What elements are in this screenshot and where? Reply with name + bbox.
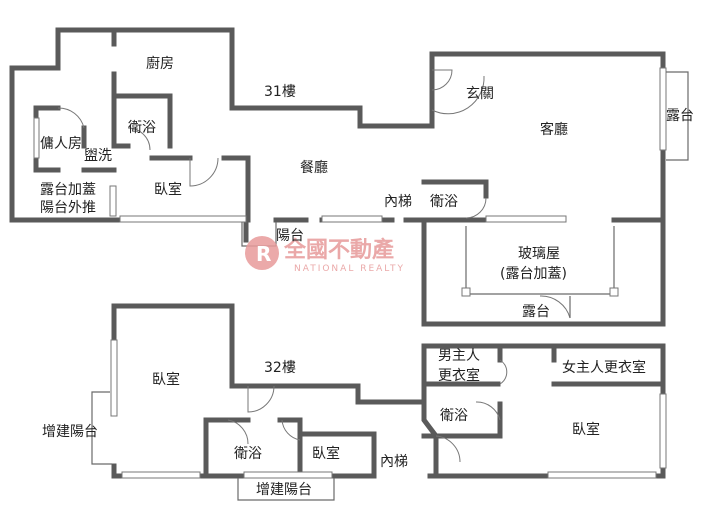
wall-32-outer xyxy=(111,303,666,479)
label-bedroom-32-small: 臥室 xyxy=(312,445,340,462)
wall-31-outer-top xyxy=(9,27,666,243)
wall-32-stairs xyxy=(421,399,439,479)
label-bath-mid: 衛浴 xyxy=(430,194,458,210)
wall-32-bath xyxy=(203,417,251,479)
window-31-terrace xyxy=(659,67,667,151)
door-32-corridor xyxy=(247,385,275,413)
label-bedroom-32-left: 臥室 xyxy=(152,371,180,388)
wall-31-inner-d xyxy=(221,155,251,223)
door-32-his xyxy=(499,359,508,385)
door-31-bedroom xyxy=(189,157,219,187)
label-ext-balcony-bottom: 增建陽台 xyxy=(256,482,312,498)
realty-logo-letter: R xyxy=(256,242,271,266)
label-terrace-bottom: 露台 xyxy=(522,304,550,320)
window-31-bedroom xyxy=(119,215,247,223)
label-terrace-right: 露台 xyxy=(666,108,694,124)
glass-post-1 xyxy=(461,287,471,297)
label-bath-left: 衛浴 xyxy=(128,120,156,136)
watermark-brand-en: NATIONAL REALTY xyxy=(294,264,405,274)
glass-room-frame xyxy=(465,226,615,295)
watermark-brand: 全國不動產 xyxy=(283,237,394,263)
label-glass-room: 玻璃屋 xyxy=(518,245,560,262)
window-31-dining xyxy=(321,215,383,223)
floor-32-plan xyxy=(91,303,667,501)
label-foyer: 玄關 xyxy=(466,85,494,102)
glass-post-2 xyxy=(609,287,619,297)
door-31-bath-mid xyxy=(465,197,487,219)
label-balcony-push-1: 露台加蓋 xyxy=(40,182,96,198)
window-31-balcony xyxy=(109,185,117,217)
window-32-bottom-left xyxy=(121,471,201,479)
door-31-bath xyxy=(127,127,151,151)
label-glass-room-sub: (露台加蓋) xyxy=(500,266,567,282)
door-31-glass xyxy=(539,295,571,319)
label-wash: 盥洗 xyxy=(84,148,112,164)
label-stairs-32: 內梯 xyxy=(380,454,408,470)
door-32-master-bath xyxy=(475,401,501,421)
window-31-maid xyxy=(33,117,40,159)
door-32-bedroom xyxy=(281,419,301,441)
label-bath-32: 衛浴 xyxy=(234,446,262,462)
terrace-31-right xyxy=(666,71,689,161)
window-32-right xyxy=(659,393,667,469)
label-balcony: 陽台 xyxy=(276,228,304,244)
label-ext-balcony-left: 增建陽台 xyxy=(42,424,98,440)
wall-31-outer-right xyxy=(403,147,666,327)
realty-watermark: R 全國不動產 NATIONAL REALTY xyxy=(245,236,405,274)
wall-32-master-bath xyxy=(421,401,503,439)
label-his-closet-1: 男主人 xyxy=(438,348,480,364)
label-master-bath: 衛浴 xyxy=(440,408,468,424)
label-dining: 餐廳 xyxy=(300,159,328,176)
floor-31-plan xyxy=(9,27,689,327)
label-living: 客廳 xyxy=(540,121,568,138)
window-32-bottom-right xyxy=(547,471,657,479)
label-floor-31: 31樓 xyxy=(264,84,296,100)
door-32-bath xyxy=(227,419,249,445)
wall-32-bath2 xyxy=(277,417,303,479)
ext-balcony-32-bottom xyxy=(237,478,335,501)
window-32-left xyxy=(110,339,118,417)
label-bedroom-31: 臥室 xyxy=(154,181,182,198)
window-31-glass-top xyxy=(485,215,567,223)
wall-31-inner-b xyxy=(111,93,131,149)
window-32-bottom-mid xyxy=(243,471,333,479)
realty-logo-icon xyxy=(245,236,279,270)
label-his-closet-2: 更衣室 xyxy=(438,367,480,384)
label-stairs-31: 內梯 xyxy=(384,194,412,210)
label-master-bedroom: 臥室 xyxy=(572,421,600,438)
label-balcony-push-2: 陽台外推 xyxy=(40,200,96,216)
wall-31-bath-mid xyxy=(421,179,489,199)
wall-32-bedroom-small xyxy=(297,431,377,479)
label-maid-room: 傭人房 xyxy=(40,136,82,152)
label-her-closet: 女主人更衣室 xyxy=(562,359,646,376)
wall-31-inner-a xyxy=(111,71,173,149)
ext-balcony-32-left xyxy=(91,391,112,465)
label-kitchen: 廚房 xyxy=(146,55,174,72)
door-31-maid xyxy=(57,107,85,129)
door-32-stairs xyxy=(435,435,461,463)
label-floor-32: 32樓 xyxy=(264,360,296,376)
door-31-foyer xyxy=(431,69,453,91)
door-31-foyer-arc xyxy=(431,75,485,115)
